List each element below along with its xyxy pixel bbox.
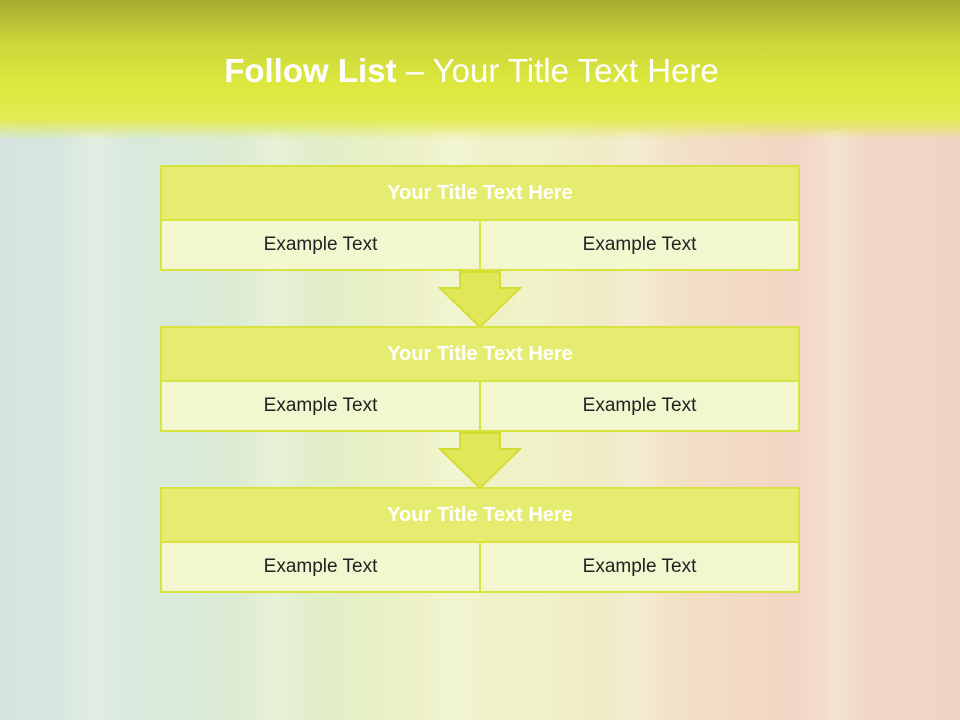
down-arrow-icon (438, 271, 522, 329)
slide-title-bold: Follow List (224, 52, 397, 89)
step-cell-right: Example Text (481, 543, 800, 593)
background-drape (60, 130, 130, 720)
step-cell-right: Example Text (481, 221, 800, 271)
step-box-1: Your Title Text Here Example Text Exampl… (160, 165, 800, 271)
background-drape (800, 130, 870, 720)
slide-title: Follow List – Your Title Text Here (0, 52, 943, 90)
step-title: Your Title Text Here (160, 487, 800, 543)
step-cell-left: Example Text (160, 543, 481, 593)
step-row: Example Text Example Text (160, 543, 800, 593)
slide-title-rest: – Your Title Text Here (396, 52, 719, 89)
step-title: Your Title Text Here (160, 165, 800, 221)
step-cell-left: Example Text (160, 382, 481, 432)
step-row: Example Text Example Text (160, 221, 800, 271)
title-bar (0, 0, 960, 140)
step-box-2: Your Title Text Here Example Text Exampl… (160, 326, 800, 432)
step-cell-left: Example Text (160, 221, 481, 271)
step-cell-right: Example Text (481, 382, 800, 432)
step-row: Example Text Example Text (160, 382, 800, 432)
step-title: Your Title Text Here (160, 326, 800, 382)
step-box-3: Your Title Text Here Example Text Exampl… (160, 487, 800, 593)
down-arrow-icon (438, 432, 522, 490)
